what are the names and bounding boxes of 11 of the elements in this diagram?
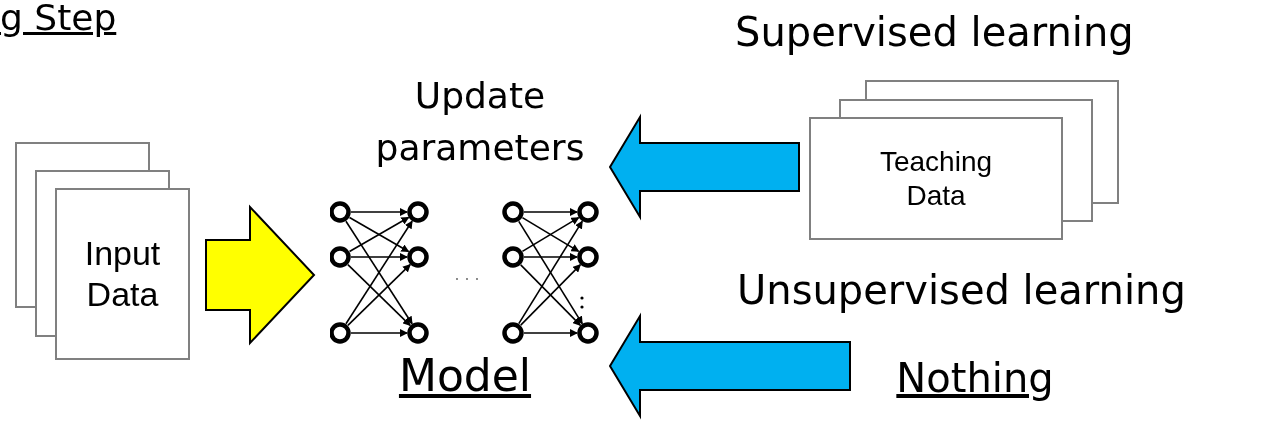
- category-label: Supervised learning: [735, 8, 1134, 56]
- annotation-text: Update parameters: [374, 74, 586, 170]
- node-title: Model: [397, 350, 533, 402]
- block-arrow: [608, 312, 851, 420]
- block-arrow: [205, 204, 316, 346]
- category-label: Unsupervised learning: [737, 266, 1186, 314]
- document-label: Input Data: [83, 233, 162, 315]
- block-arrow: [608, 113, 800, 221]
- heading: g Step: [0, 0, 117, 40]
- node-title: Nothing: [860, 352, 1090, 404]
- document-label: Teaching Data: [878, 144, 994, 213]
